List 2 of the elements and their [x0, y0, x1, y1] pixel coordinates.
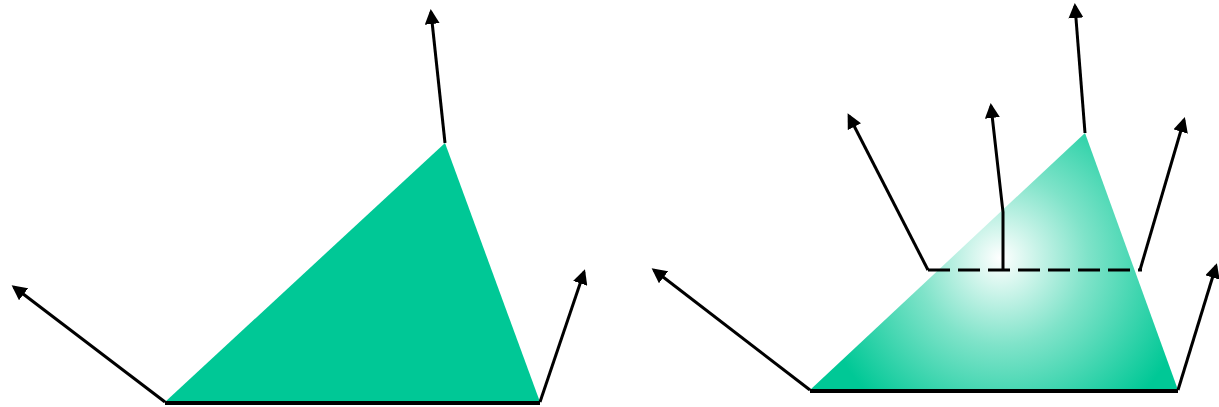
shaded-triangle [165, 143, 540, 402]
shaded-triangle [810, 133, 1178, 390]
